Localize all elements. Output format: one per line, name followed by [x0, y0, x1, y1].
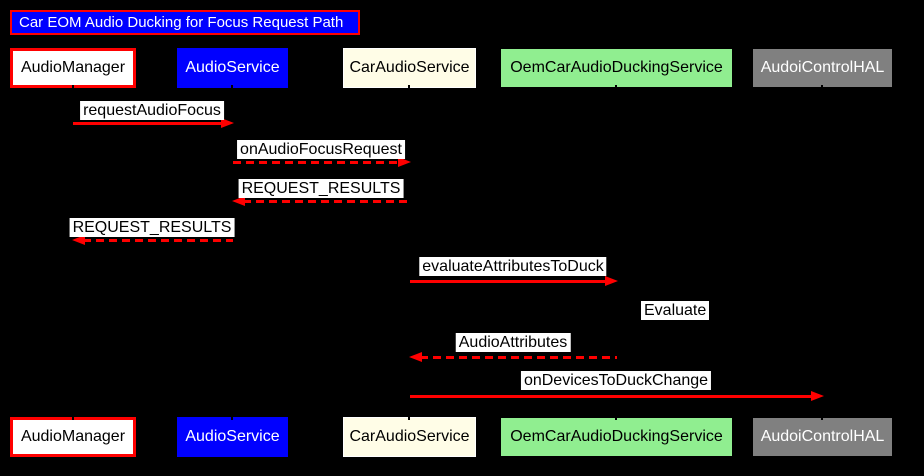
- message-label: requestAudioFocus: [80, 101, 224, 120]
- arrow-line: [243, 200, 410, 203]
- participant-audoicontrolhal-bottom: AudoiControlHAL: [752, 417, 893, 457]
- message-label: Evaluate: [641, 301, 710, 320]
- message-label: AudioAttributes: [455, 333, 571, 352]
- lifeline-audiomanager: [72, 85, 74, 420]
- arrow-line: [410, 395, 813, 398]
- arrowhead-right-icon: [398, 157, 411, 167]
- arrow-line: [233, 161, 400, 164]
- participant-audiomanager-bottom: AudioManager: [10, 417, 136, 457]
- message-arrow: [233, 157, 411, 167]
- message-label: onDevicesToDuckChange: [520, 371, 712, 390]
- message-arrow: [410, 391, 824, 401]
- message-arrow: [72, 235, 233, 245]
- participant-audiomanager-top: AudioManager: [10, 48, 136, 88]
- message-label: onAudioFocusRequest: [237, 140, 405, 159]
- arrow-line: [410, 280, 607, 283]
- arrowhead-left-icon: [409, 352, 422, 362]
- message-label: evaluateAttributesToDuck: [419, 257, 607, 276]
- participant-audioservice-top: AudioService: [177, 48, 288, 88]
- message-arrow: [232, 196, 410, 206]
- message-arrow: [410, 276, 618, 286]
- participant-oemcaraudioduckingservice-bottom: OemCarAudioDuckingService: [500, 417, 733, 457]
- participant-audoicontrolhal-top: AudoiControlHAL: [752, 48, 893, 88]
- message-label: REQUEST_RESULTS: [238, 179, 404, 198]
- message-arrow: [409, 352, 617, 362]
- lifeline-caraudioservice: [408, 85, 410, 420]
- arrow-line: [420, 356, 617, 359]
- participant-oemcaraudioduckingservice-top: OemCarAudioDuckingService: [500, 48, 733, 88]
- participant-audioservice-bottom: AudioService: [177, 417, 288, 457]
- arrow-line: [73, 122, 223, 125]
- lifeline-oemcaraudioduckingservice: [615, 85, 617, 420]
- arrowhead-right-icon: [221, 118, 234, 128]
- lifeline-audioservice: [231, 85, 233, 420]
- diagram-title: Car EOM Audio Ducking for Focus Request …: [10, 10, 360, 35]
- arrowhead-left-icon: [72, 235, 85, 245]
- participant-caraudioservice-top: CarAudioService: [343, 48, 476, 88]
- arrow-line: [83, 239, 233, 242]
- message-arrow: [73, 118, 234, 128]
- lifeline-audoicontrolhal: [821, 85, 823, 420]
- arrowhead-right-icon: [605, 276, 618, 286]
- message-label: REQUEST_RESULTS: [69, 218, 235, 237]
- arrowhead-left-icon: [232, 196, 245, 206]
- arrowhead-right-icon: [811, 391, 824, 401]
- participant-caraudioservice-bottom: CarAudioService: [343, 417, 476, 457]
